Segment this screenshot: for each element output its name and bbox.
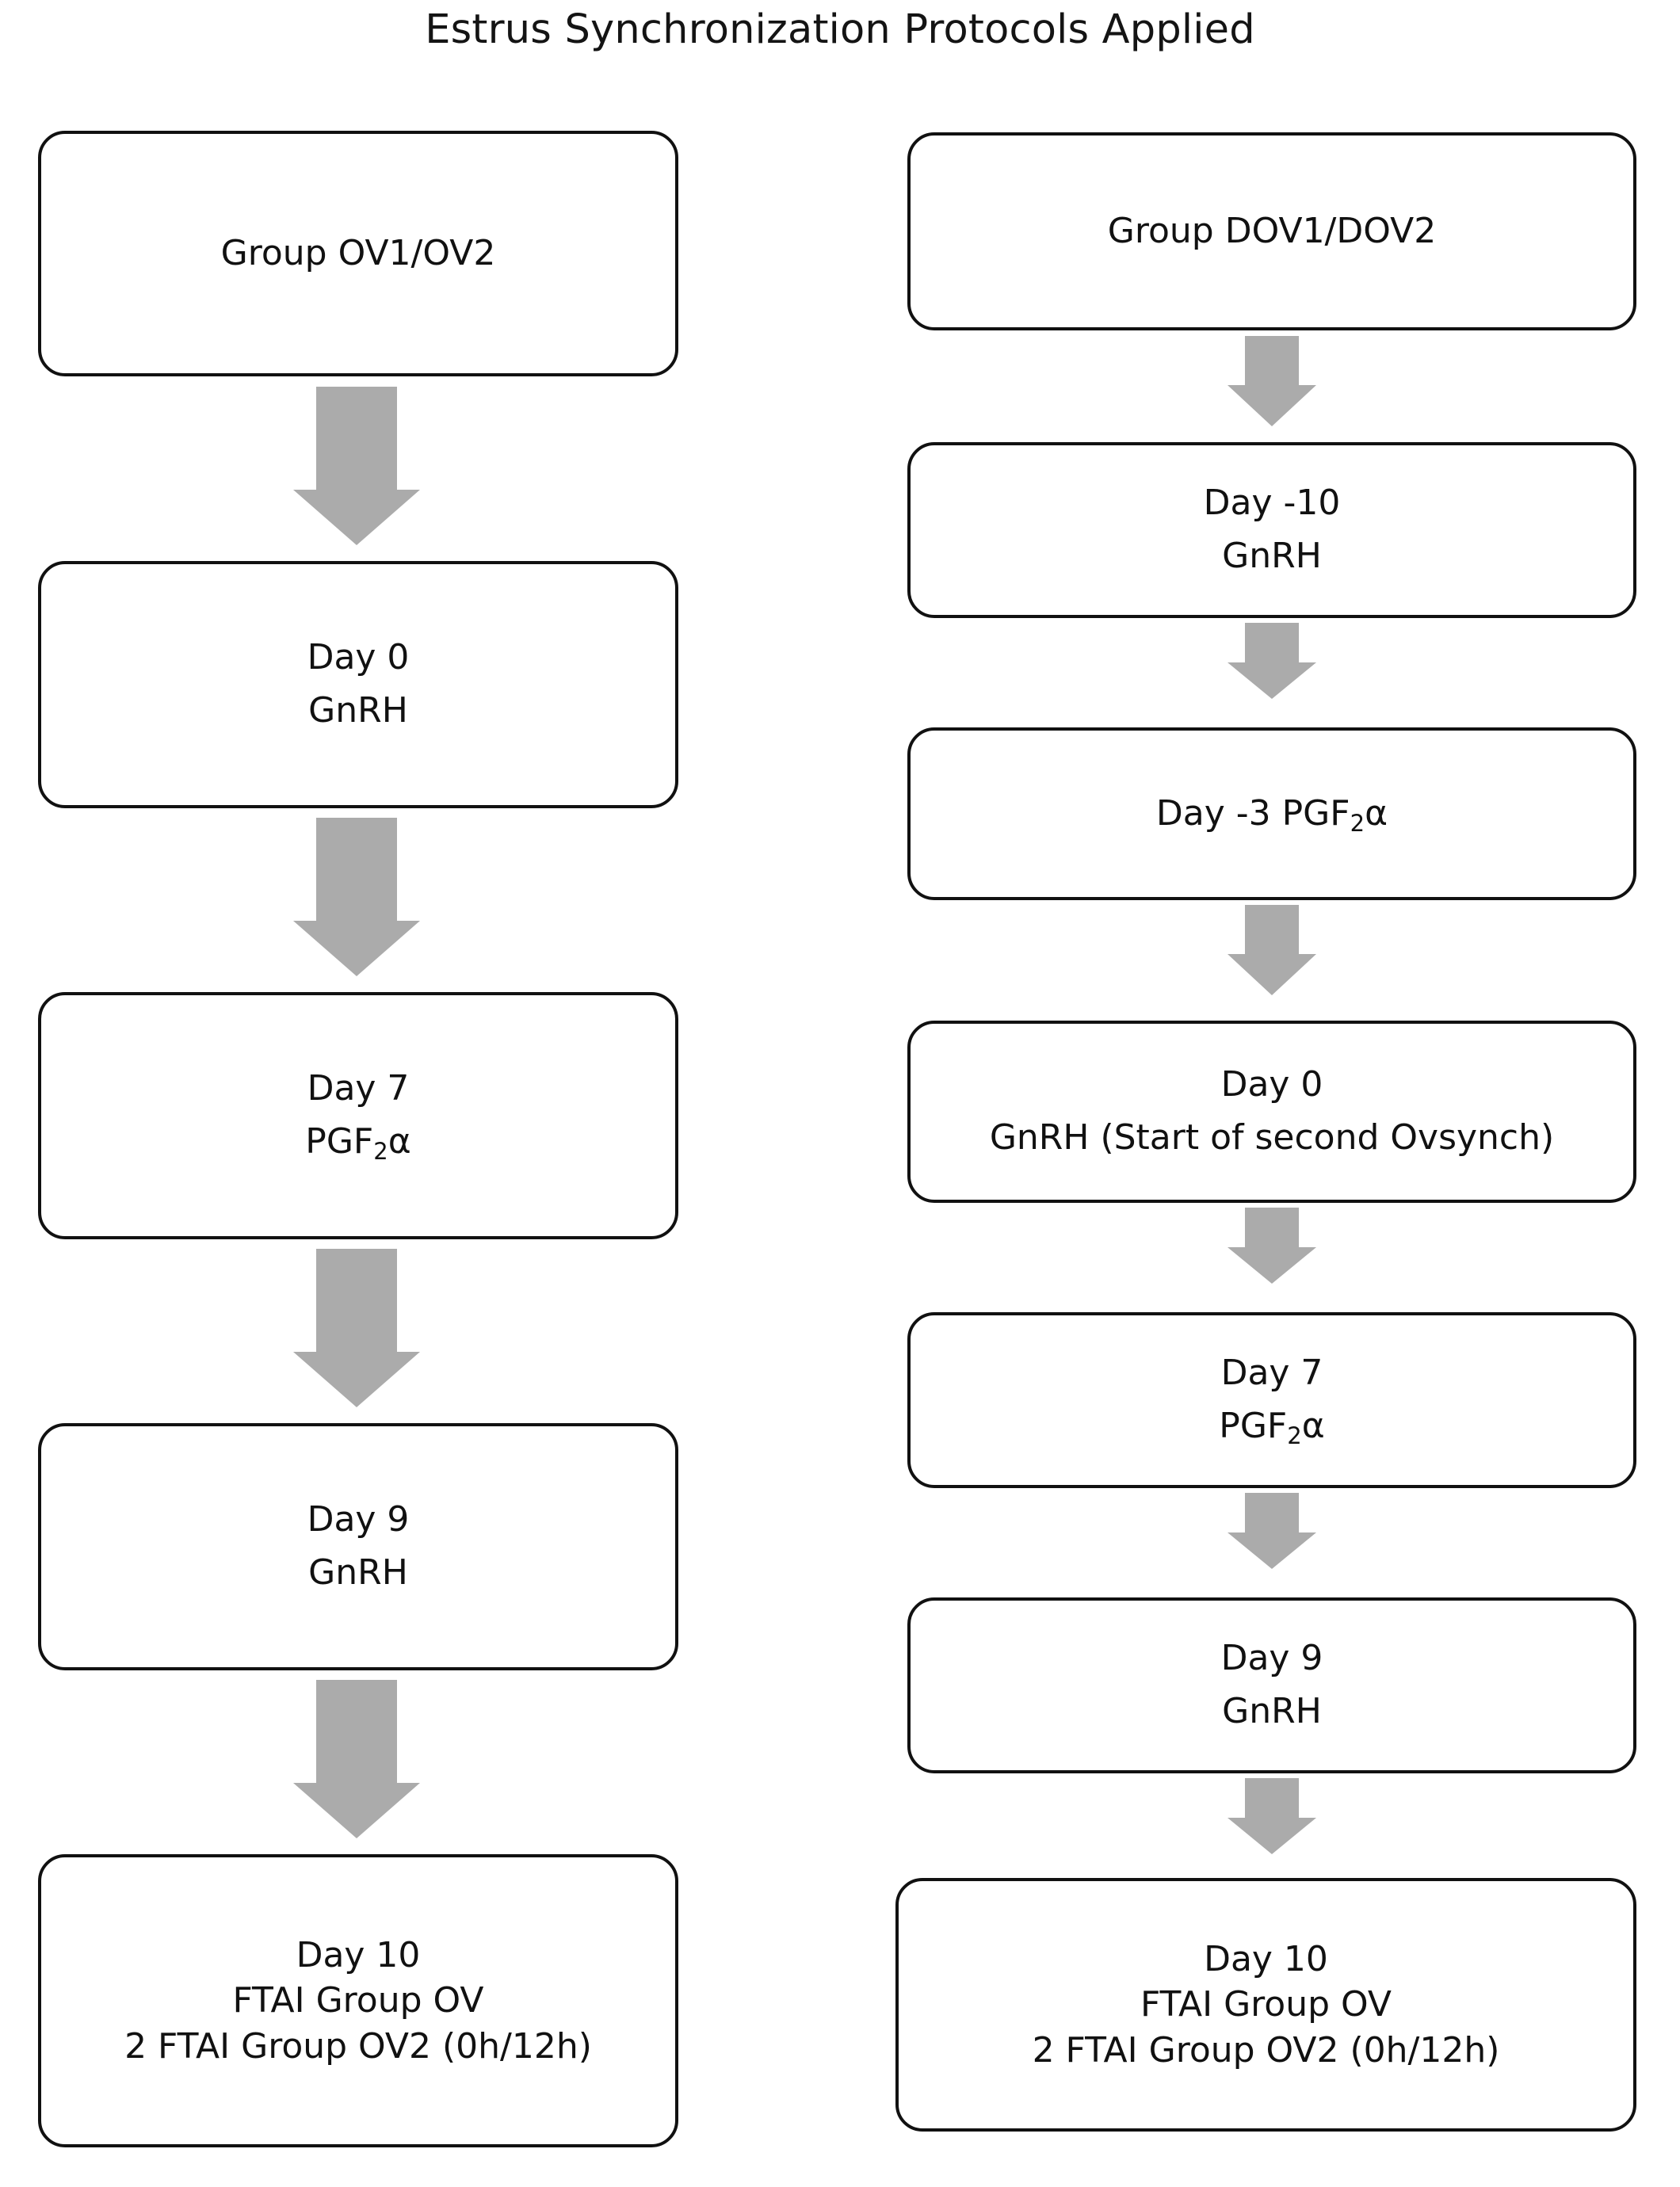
- node-line: GnRH: [308, 1552, 408, 1593]
- arrow-shaft: [1245, 1778, 1299, 1818]
- arrow-day9-to-day10: [158, 1680, 555, 1838]
- arrow-shaft: [316, 1249, 397, 1352]
- arrow-day7-to-day9: [1141, 1493, 1403, 1596]
- node-line: Day 9: [1220, 1638, 1323, 1679]
- node-ov-day9[interactable]: Day 9 GnRH: [38, 1423, 678, 1670]
- arrow-head: [1228, 954, 1316, 995]
- arrow-head: [293, 1352, 420, 1407]
- node-line: 2 FTAI Group OV2 (0h/12h): [124, 2025, 592, 2067]
- node-group-ov[interactable]: Group OV1/OV2: [38, 131, 678, 376]
- node-ov-day7[interactable]: Day 7 PGF2α: [38, 992, 678, 1239]
- node-line: GnRH: [1222, 1691, 1322, 1731]
- arrow-head: [1228, 662, 1316, 699]
- node-line: Day 10: [1204, 1939, 1328, 1980]
- node-group-dov[interactable]: Group DOV1/DOV2: [907, 132, 1636, 330]
- page-title: Estrus Synchronization Protocols Applied: [425, 6, 1255, 53]
- node-line: GnRH: [308, 690, 408, 731]
- node-dov-day10[interactable]: Day 10 FTAI Group OV 2 FTAI Group OV2 (0…: [895, 1878, 1636, 2132]
- arrow-shaft: [316, 387, 397, 490]
- arrow-shaft: [1245, 905, 1299, 954]
- arrow-shaft: [1245, 1493, 1299, 1532]
- arrow-head: [1228, 1532, 1316, 1569]
- node-line: Day 0: [1220, 1064, 1323, 1105]
- node-dov-day0[interactable]: Day 0 GnRH (Start of second Ovsynch): [907, 1021, 1636, 1203]
- arrow-group-to-daym10: [1141, 336, 1403, 439]
- arrow-shaft: [1245, 623, 1299, 662]
- arrow-head: [1228, 1247, 1316, 1284]
- node-line: Day -10: [1203, 483, 1341, 524]
- node-dov-daym3[interactable]: Day -3 PGF2α: [907, 727, 1636, 900]
- arrow-group-to-day0: [158, 387, 555, 545]
- node-line: Day 0: [307, 637, 410, 678]
- node-line: FTAI Group OV: [232, 1980, 484, 2021]
- node-line: Group OV1/OV2: [220, 232, 496, 273]
- node-line: Group DOV1/DOV2: [1107, 210, 1437, 251]
- arrow-day0-to-day7: [1141, 1208, 1403, 1311]
- node-line: GnRH: [1222, 536, 1322, 576]
- node-line: GnRH (Start of second Ovsynch): [989, 1117, 1555, 1158]
- arrow-day0-to-day7: [158, 818, 555, 976]
- node-ov-day10[interactable]: Day 10 FTAI Group OV 2 FTAI Group OV2 (0…: [38, 1854, 678, 2147]
- node-line: 2 FTAI Group OV2 (0h/12h): [1032, 2029, 1500, 2071]
- node-line: FTAI Group OV: [1140, 1984, 1392, 2025]
- node-dov-daym10[interactable]: Day -10 GnRH: [907, 442, 1636, 618]
- arrow-shaft: [1245, 336, 1299, 385]
- arrow-shaft: [1245, 1208, 1299, 1247]
- node-line: Day 9: [307, 1499, 410, 1540]
- node-dov-day9[interactable]: Day 9 GnRH: [907, 1597, 1636, 1773]
- arrow-head: [293, 1783, 420, 1838]
- node-dov-day7[interactable]: Day 7 PGF2α: [907, 1312, 1636, 1488]
- arrow-head: [293, 921, 420, 976]
- arrow-day9-to-day10: [1141, 1778, 1403, 1881]
- node-line: Day 7: [1220, 1353, 1323, 1394]
- arrow-head: [1228, 1818, 1316, 1854]
- node-line: PGF2α: [305, 1121, 411, 1166]
- arrow-shaft: [316, 1680, 397, 1783]
- arrow-daym3-to-day0: [1141, 905, 1403, 1016]
- node-line: Day 10: [296, 1935, 421, 1976]
- arrow-shaft: [316, 818, 397, 921]
- node-line: PGF2α: [1219, 1406, 1325, 1450]
- arrow-head: [293, 490, 420, 545]
- arrow-head: [1228, 385, 1316, 426]
- arrow-day7-to-day9: [158, 1249, 555, 1407]
- node-ov-day0[interactable]: Day 0 GnRH: [38, 561, 678, 808]
- node-line: Day -3 PGF2α: [1155, 792, 1388, 837]
- node-line: Day 7: [307, 1068, 410, 1109]
- arrow-daym10-to-daym3: [1141, 623, 1403, 726]
